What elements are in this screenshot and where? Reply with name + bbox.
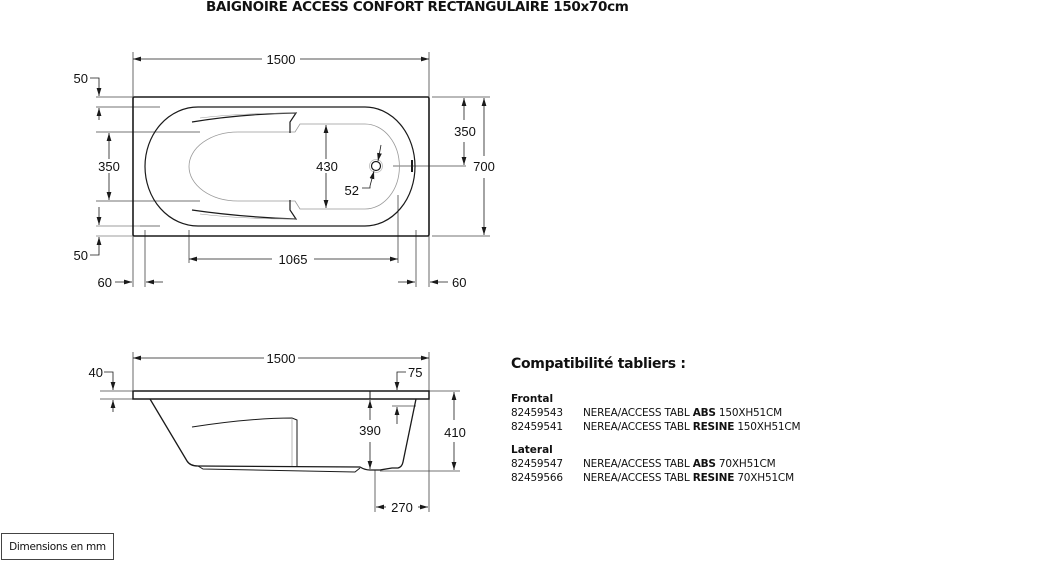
item-ref: 82459566	[511, 472, 563, 484]
item-size: 70XH51CM	[734, 472, 794, 484]
dim-drain-offset-top: 75	[408, 365, 422, 380]
side-view: 1500 40 75 390 410 270	[89, 351, 466, 515]
item-desc: NEREA/ACCESS TABL ABS 150XH51CM	[583, 406, 782, 420]
group-frontal: Frontal 82459543 NEREA/ACCESS TABL ABS 1…	[511, 392, 801, 434]
dim-rim-left: 60	[98, 275, 112, 290]
dim-side-length: 1500	[267, 351, 296, 366]
item-desc: NEREA/ACCESS TABL ABS 70XH51CM	[583, 457, 776, 471]
list-item: 82459566 NEREA/ACCESS TABL RESINE 70XH51…	[511, 471, 800, 485]
list-item: 82459547 NEREA/ACCESS TABL ABS 70XH51CM	[511, 457, 800, 471]
item-prefix: NEREA/ACCESS TABL	[583, 407, 693, 419]
item-size: 150XH51CM	[734, 421, 801, 433]
dim-basin-length: 1065	[279, 252, 308, 267]
item-material: RESINE	[692, 421, 735, 433]
item-ref: 82459547	[511, 458, 563, 470]
dim-drain-diameter: 52	[345, 183, 359, 198]
dim-half-width: 350	[454, 124, 476, 139]
item-material: ABS	[692, 407, 716, 419]
item-desc: NEREA/ACCESS TABL RESINE 150XH51CM	[583, 420, 801, 434]
units-note: Dimensions en mm	[1, 533, 114, 560]
item-material: ABS	[692, 458, 716, 470]
dim-inner-depth: 390	[359, 423, 381, 438]
item-size: 70XH51CM	[715, 458, 776, 470]
dim-rim-top: 50	[74, 71, 88, 86]
compatibility-section: Compatibilité tabliers : Frontal 8245954…	[511, 356, 801, 494]
list-item: 82459543 NEREA/ACCESS TABL ABS 150XH51CM	[511, 406, 800, 420]
group-lateral: Lateral 82459547 NEREA/ACCESS TABL ABS 7…	[511, 443, 800, 485]
dim-basin-width: 430	[316, 159, 338, 174]
item-prefix: NEREA/ACCESS TABL	[583, 458, 693, 470]
dim-overall-height: 410	[444, 425, 466, 440]
dim-top-length: 1500	[267, 52, 296, 67]
group-label: Lateral	[511, 444, 553, 456]
item-size: 150XH51CM	[715, 407, 783, 419]
item-desc: NEREA/ACCESS TABL RESINE 70XH51CM	[583, 471, 794, 485]
group-label: Frontal	[511, 393, 554, 405]
item-ref: 82459541	[511, 421, 563, 433]
item-prefix: NEREA/ACCESS TABL	[583, 472, 693, 484]
dim-rim-thickness: 40	[89, 365, 103, 380]
dim-rim-right: 60	[452, 275, 466, 290]
item-prefix: NEREA/ACCESS TABL	[583, 421, 693, 433]
dim-overall-width: 700	[473, 159, 495, 174]
item-ref: 82459543	[511, 407, 563, 419]
list-item: 82459541 NEREA/ACCESS TABL RESINE 150XH5…	[511, 420, 801, 434]
top-view: 1500 50 350 50 430 52 350 700 1065	[74, 52, 495, 290]
drawing-title: BAIGNOIRE ACCESS CONFORT RECTANGULAIRE 1…	[206, 0, 629, 15]
compatibility-title: Compatibilité tabliers :	[511, 356, 686, 372]
dim-inner-left: 350	[98, 159, 120, 174]
item-material: RESINE	[692, 472, 735, 484]
dim-drain-offset-end: 270	[391, 500, 413, 515]
dim-rim-bottom: 50	[74, 248, 88, 263]
